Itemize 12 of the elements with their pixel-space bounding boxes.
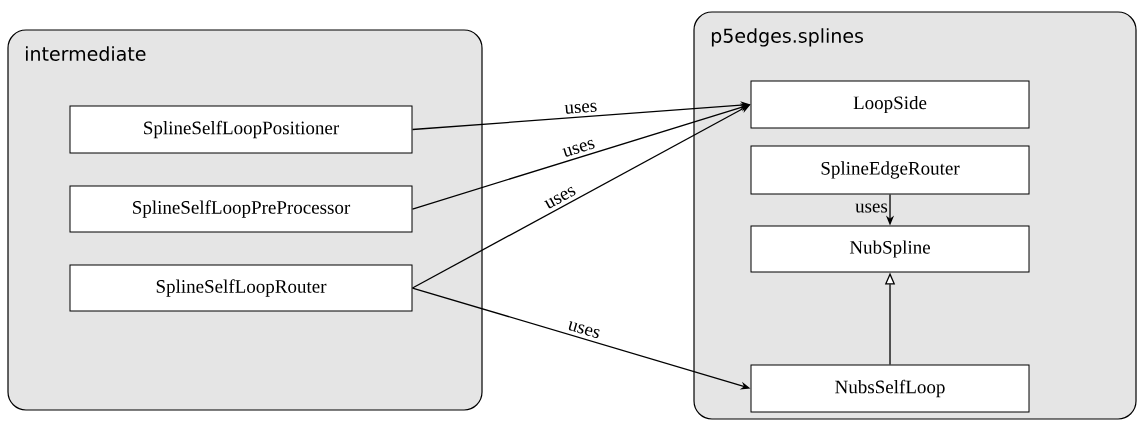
class-box: SplineSelfLoopPreProcessor bbox=[69, 185, 413, 233]
class-box: LoopSide bbox=[750, 80, 1030, 129]
class-box: SplineEdgeRouter bbox=[750, 145, 1030, 195]
class-box: SplineSelfLoopRouter bbox=[69, 264, 413, 312]
edge-label: uses bbox=[855, 203, 888, 213]
edge-label: uses bbox=[568, 321, 600, 338]
class-box: SplineSelfLoopPositioner bbox=[69, 105, 413, 154]
class-box: NubSpline bbox=[750, 225, 1030, 273]
edge-label: uses bbox=[564, 102, 597, 114]
edge-label: uses bbox=[544, 186, 576, 209]
edge-label: uses bbox=[562, 139, 595, 157]
class-box: NubsSelfLoop bbox=[750, 364, 1030, 413]
